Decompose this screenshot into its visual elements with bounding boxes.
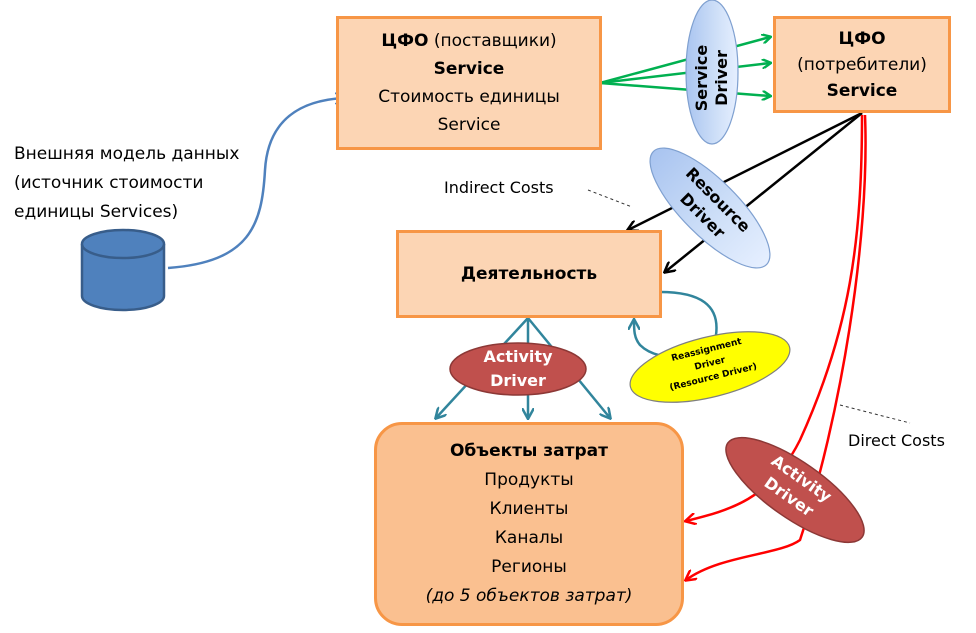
service-driver-arrows — [599, 37, 770, 96]
consumer-cfo-box: ЦФО (потребители) Service — [773, 16, 951, 113]
driver-line: Service — [692, 44, 711, 112]
activity-box: Деятельность — [396, 230, 662, 318]
cost-object-item: Клиенты — [489, 499, 569, 519]
driver-line: Activity — [483, 347, 553, 366]
resource-driver-arrows — [628, 111, 863, 272]
cost-object-item: Продукты — [484, 470, 574, 490]
reassignment-driver-ellipse — [629, 331, 791, 403]
cost-object-item: Каналы — [494, 528, 564, 548]
cost-objects-title: Объекты затрат — [449, 441, 608, 461]
cost-objects-note: (до 5 объектов затрат) — [425, 586, 633, 606]
external-model-line: (источник стоимости — [14, 173, 204, 193]
external-model-line: единицы Services) — [14, 202, 179, 222]
cost-objects-box: Объекты затрат Продукты Клиенты Каналы Р… — [374, 422, 684, 626]
external-model-label: Внешняя модель данных (источник стоимост… — [14, 140, 239, 227]
provider-service-label: Service — [433, 59, 505, 79]
indirect-costs-leader — [587, 189, 633, 208]
data-source-connector — [167, 98, 345, 270]
activity-driver-right-ellipse — [725, 436, 865, 544]
external-model-line: Внешняя модель данных — [14, 144, 240, 164]
provider-title-bold: ЦФО — [381, 31, 429, 51]
service-driver-ellipse — [685, 0, 739, 145]
service-driver-label: Service Driver — [692, 28, 732, 128]
indirect-costs-label: Indirect Costs — [444, 178, 554, 197]
activity-driver-left-label: Activity Driver — [468, 345, 568, 393]
consumer-service-label: Service — [826, 80, 898, 101]
database-icon — [80, 228, 166, 312]
resource-driver-ellipse — [649, 147, 771, 269]
direct-costs-leader — [839, 404, 911, 424]
provider-title-rest: (поставщики) — [428, 31, 557, 51]
driver-line: Driver — [490, 371, 546, 390]
cost-object-item: Регионы — [491, 557, 567, 577]
activity-label: Деятельность — [460, 264, 598, 284]
direct-costs-label: Direct Costs — [848, 431, 945, 450]
driver-line: Driver — [712, 50, 731, 106]
activity-driver-left-ellipse — [449, 342, 587, 396]
provider-unit-cost-label: Стоимость единицы — [378, 87, 560, 107]
consumer-subtitle: (потребители) — [797, 54, 927, 75]
consumer-title: ЦФО — [838, 28, 886, 49]
provider-cfo-box: ЦФО (поставщики) Service Стоимость едини… — [336, 16, 602, 150]
provider-service-line: Service — [437, 115, 501, 135]
